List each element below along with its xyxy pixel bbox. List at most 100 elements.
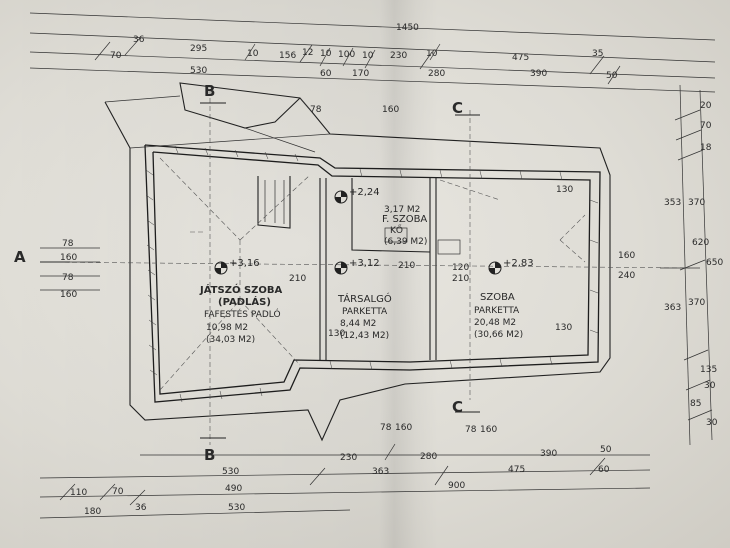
level-marker-1: +3,16 xyxy=(214,258,260,275)
svg-text:370: 370 xyxy=(688,198,705,208)
svg-text:F. SZOBA: F. SZOBA xyxy=(382,214,427,225)
roof-hip-lines xyxy=(159,157,586,391)
svg-text:210: 210 xyxy=(398,261,415,271)
section-mark-a: A xyxy=(14,248,26,266)
svg-text:10: 10 xyxy=(426,49,438,59)
svg-text:20: 20 xyxy=(700,101,712,111)
svg-text:160: 160 xyxy=(618,251,635,261)
room-f-szoba: F. SZOBA KŐ 3,17 M2 (6,39 M2) xyxy=(382,205,427,247)
svg-text:135: 135 xyxy=(700,365,717,375)
svg-text:160: 160 xyxy=(395,423,412,433)
svg-text:363: 363 xyxy=(372,467,389,477)
svg-text:130: 130 xyxy=(556,185,573,195)
svg-text:20,48 M2: 20,48 M2 xyxy=(474,318,516,328)
svg-text:530: 530 xyxy=(190,66,207,76)
right-dimension-chains: 20 70 18 353 370 620 650 240 160 363 370… xyxy=(618,84,723,446)
svg-text:156: 156 xyxy=(279,51,296,61)
svg-text:70: 70 xyxy=(110,51,122,61)
bottom-dims-row2: 110 70 490 900 36 180 xyxy=(70,481,465,517)
svg-text:900: 900 xyxy=(448,481,465,491)
roof-outline xyxy=(104,82,611,442)
svg-text:50: 50 xyxy=(606,71,618,81)
interior-walls xyxy=(257,176,461,360)
section-mark-c-top: C xyxy=(452,99,463,117)
svg-text:36: 36 xyxy=(135,503,147,513)
room-jatszo-szoba: JÁTSZÓ SZOBA (PADLÁS) FAFESTÉS PADLÓ 10,… xyxy=(199,283,283,345)
svg-text:650: 650 xyxy=(706,258,723,268)
level-marker-3: +2,83 xyxy=(488,258,534,275)
svg-text:620: 620 xyxy=(692,238,709,248)
svg-text:160: 160 xyxy=(480,425,497,435)
svg-text:35: 35 xyxy=(592,49,603,59)
svg-text:370: 370 xyxy=(688,298,705,308)
svg-text:160: 160 xyxy=(60,290,77,300)
svg-text:130: 130 xyxy=(555,323,572,333)
svg-text:18: 18 xyxy=(700,143,712,153)
svg-text:70: 70 xyxy=(700,121,712,131)
section-mark-b-top: B xyxy=(204,82,215,100)
svg-text:475: 475 xyxy=(508,465,525,475)
svg-text:160: 160 xyxy=(382,105,399,115)
svg-text:70: 70 xyxy=(112,487,124,497)
inner-dimensions: 78 160 130 130 120 210 210 130 210 78 16… xyxy=(289,105,573,435)
svg-text:210: 210 xyxy=(289,274,306,284)
svg-text:+3,16: +3,16 xyxy=(229,258,260,269)
svg-text:280: 280 xyxy=(428,69,445,79)
svg-text:3,17 M2: 3,17 M2 xyxy=(384,205,420,215)
level-markers: +3,16 +3,12 +2,83 +2,24 xyxy=(214,187,534,275)
svg-text:12: 12 xyxy=(302,48,313,58)
svg-text:110: 110 xyxy=(70,488,87,498)
svg-text:170: 170 xyxy=(352,69,369,79)
svg-text:390: 390 xyxy=(530,69,547,79)
svg-text:8,44 M2: 8,44 M2 xyxy=(340,319,376,329)
svg-text:FAFESTÉS PADLÓ: FAFESTÉS PADLÓ xyxy=(204,308,281,320)
svg-text:490: 490 xyxy=(225,484,242,494)
svg-text:TÁRSALGÓ: TÁRSALGÓ xyxy=(337,292,392,305)
top-dims-row1: 70 36 295 10 156 12 10 100 10 230 10 475… xyxy=(110,35,603,63)
svg-text:SZOBA: SZOBA xyxy=(480,292,515,303)
level-marker-2: +3,12 xyxy=(334,258,380,275)
svg-text:530: 530 xyxy=(222,467,239,477)
outer-walls xyxy=(144,144,601,403)
svg-text:10,98 M2: 10,98 M2 xyxy=(206,323,248,333)
svg-text:210: 210 xyxy=(452,274,469,284)
svg-text:10: 10 xyxy=(362,51,374,61)
svg-text:+2,24: +2,24 xyxy=(349,187,380,198)
svg-text:60: 60 xyxy=(320,69,332,79)
svg-text:50: 50 xyxy=(600,445,612,455)
svg-text:78: 78 xyxy=(62,239,74,249)
svg-text:78: 78 xyxy=(310,105,322,115)
room-tarsalgo: TÁRSALGÓ PARKETTA 8,44 M2 (12,43 M2) xyxy=(337,292,392,341)
svg-text:+3,12: +3,12 xyxy=(349,258,380,269)
svg-text:295: 295 xyxy=(190,44,207,54)
svg-text:(34,03 M2): (34,03 M2) xyxy=(206,335,255,345)
svg-text:230: 230 xyxy=(390,51,407,61)
svg-text:PARKETTA: PARKETTA xyxy=(342,307,388,317)
bottom-dims-row1: 530 230 363 280 390 475 50 60 xyxy=(222,445,612,477)
bottom-dimension-lines: 530 230 363 280 390 475 50 60 110 70 490… xyxy=(39,443,651,519)
svg-text:(PADLÁS): (PADLÁS) xyxy=(218,295,271,308)
svg-text:240: 240 xyxy=(618,271,635,281)
level-marker-4: +2,24 xyxy=(334,187,380,204)
svg-text:100: 100 xyxy=(338,50,355,60)
svg-text:(30,66 M2): (30,66 M2) xyxy=(474,330,523,340)
svg-text:85: 85 xyxy=(690,399,701,409)
top-dims-row2: 530 60 170 280 390 50 xyxy=(190,66,618,81)
svg-text:475: 475 xyxy=(512,53,529,63)
svg-text:30: 30 xyxy=(704,381,716,391)
room-szoba: SZOBA PARKETTA 20,48 M2 (30,66 M2) xyxy=(474,292,523,340)
bottom-dims-row3: 530 xyxy=(228,503,245,513)
svg-text:353: 353 xyxy=(664,198,681,208)
svg-text:30: 30 xyxy=(706,418,718,428)
svg-text:230: 230 xyxy=(340,453,357,463)
svg-text:120: 120 xyxy=(452,263,469,273)
top-dimension-lines: 1450 70 36 295 10 156 12 10 100 10 230 1… xyxy=(29,12,716,93)
svg-text:78: 78 xyxy=(380,423,392,433)
svg-text:280: 280 xyxy=(420,452,437,462)
section-mark-c-bottom: C xyxy=(452,398,463,416)
svg-text:10: 10 xyxy=(247,49,259,59)
svg-text:78: 78 xyxy=(465,425,477,435)
svg-text:PARKETTA: PARKETTA xyxy=(474,306,520,316)
svg-text:10: 10 xyxy=(320,49,332,59)
